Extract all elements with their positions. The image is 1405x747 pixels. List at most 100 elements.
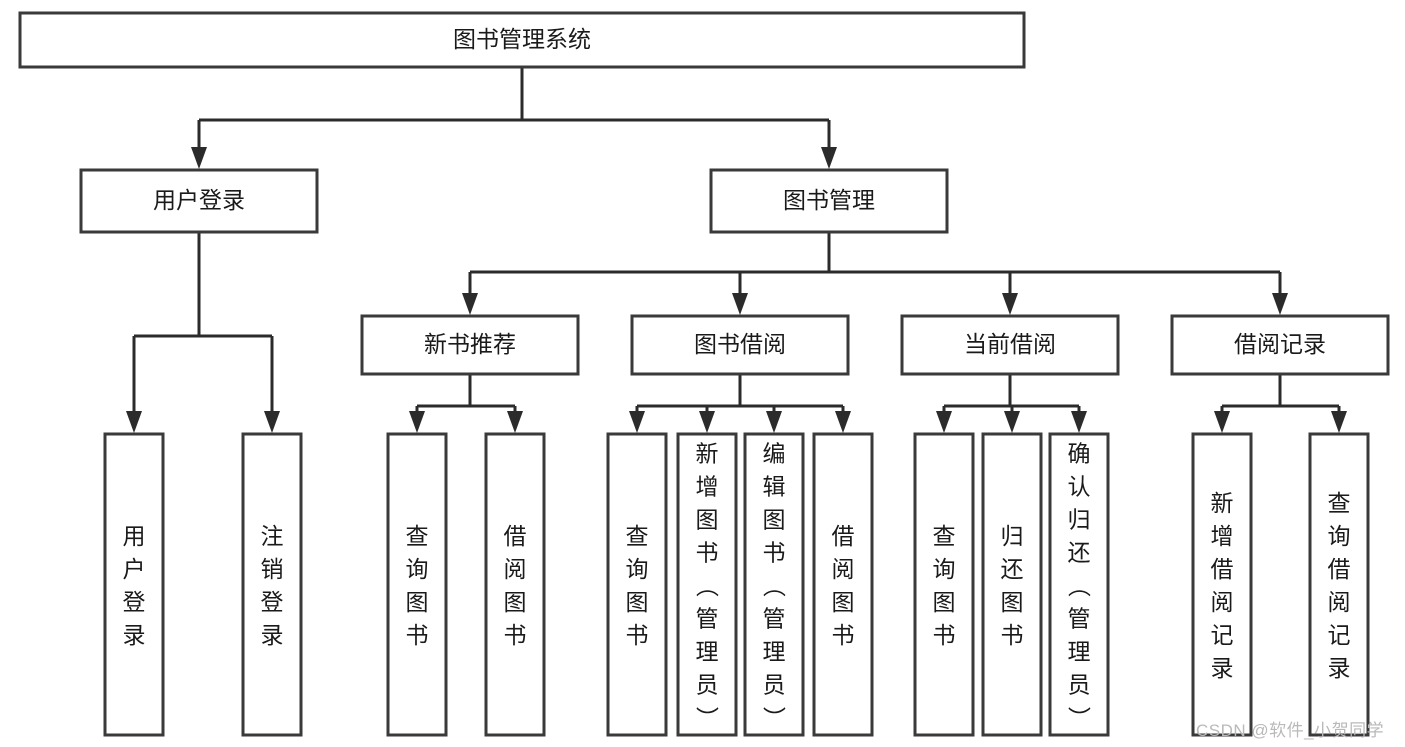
node-label-char: 阅 xyxy=(1328,589,1351,615)
node-label-char: （ xyxy=(1066,574,1092,597)
node-label-char: ） xyxy=(694,706,720,729)
node-label: 图书借阅 xyxy=(694,331,786,357)
arrow-head-icon xyxy=(699,411,715,433)
node-label-char: 记 xyxy=(1211,622,1234,648)
node-box[interactable] xyxy=(900,314,1120,376)
node-label: 新书推荐 xyxy=(424,331,516,357)
node-label-char: 图 xyxy=(626,589,649,615)
node-label-char: 管 xyxy=(763,606,786,632)
node-label-char: 书 xyxy=(626,622,649,648)
node-box[interactable] xyxy=(1048,432,1110,737)
arrow-head-icon xyxy=(1272,293,1288,315)
node-box[interactable] xyxy=(18,11,1026,69)
node-box[interactable] xyxy=(1170,314,1390,376)
node-label-char: 归 xyxy=(1001,523,1024,549)
node-box[interactable] xyxy=(913,432,975,737)
node-label-char: 编 xyxy=(763,441,786,467)
node-box[interactable] xyxy=(79,168,319,234)
node-label-char: 理 xyxy=(763,639,786,665)
node-label-char: 查 xyxy=(1328,490,1351,516)
arrow-head-icon xyxy=(1004,411,1020,433)
node-label-char: 图 xyxy=(832,589,855,615)
node-label-char: 管 xyxy=(696,606,719,632)
node-label-char: 确 xyxy=(1068,441,1091,467)
node-label-char: 管 xyxy=(1068,606,1091,632)
node-label-char: 增 xyxy=(696,474,719,500)
arrow-head-icon xyxy=(462,293,478,315)
node-current-borrow[interactable]: 当前借阅 xyxy=(900,314,1120,376)
node-box[interactable] xyxy=(1308,432,1370,737)
node-user-login[interactable]: 用户登录 xyxy=(79,168,319,234)
node-label-char: 借 xyxy=(504,523,527,549)
node-book-borrow[interactable]: 图书借阅 xyxy=(630,314,850,376)
node-label-char: （ xyxy=(761,574,787,597)
node-label-char: 图 xyxy=(1001,589,1024,615)
node-label-char: 新 xyxy=(696,441,719,467)
node-label-char: 书 xyxy=(1001,622,1024,648)
node-label-char: 理 xyxy=(696,639,719,665)
connector-group-user-login xyxy=(126,232,280,433)
node-leaf-user-login[interactable]: 用户登录 xyxy=(103,432,165,737)
node-label-char: 注 xyxy=(261,523,284,549)
connector-group-root xyxy=(191,67,837,169)
node-box[interactable] xyxy=(743,432,805,737)
node-box[interactable] xyxy=(1191,432,1253,737)
node-label-char: 理 xyxy=(1068,639,1091,665)
arrow-head-icon xyxy=(264,411,280,433)
node-label: 用户登录 xyxy=(153,187,245,213)
node-box[interactable] xyxy=(241,432,303,737)
node-label-char: 录 xyxy=(123,622,146,648)
node-label-char: 图 xyxy=(504,589,527,615)
node-label-char: 录 xyxy=(261,622,284,648)
node-label-char: ） xyxy=(761,706,787,729)
node-label-char: 查 xyxy=(626,523,649,549)
node-label-char: 图 xyxy=(406,589,429,615)
node-box[interactable] xyxy=(981,432,1043,737)
connector-group-new-book-rec xyxy=(409,374,523,433)
node-box[interactable] xyxy=(360,314,580,376)
connector-group-book-manage xyxy=(462,232,1288,315)
node-book-manage[interactable]: 图书管理 xyxy=(709,168,949,234)
arrow-head-icon xyxy=(936,411,952,433)
arrow-head-icon xyxy=(126,411,142,433)
node-box[interactable] xyxy=(812,432,874,737)
node-box[interactable] xyxy=(606,432,668,737)
node-label-char: 询 xyxy=(1328,523,1351,549)
node-box[interactable] xyxy=(676,432,738,737)
arrow-head-icon xyxy=(629,411,645,433)
node-new-book-rec[interactable]: 新书推荐 xyxy=(360,314,580,376)
node-borrow-record[interactable]: 借阅记录 xyxy=(1170,314,1390,376)
node-label-char: 新 xyxy=(1211,490,1234,516)
node-label-char: 员 xyxy=(763,672,786,698)
node-box[interactable] xyxy=(386,432,448,737)
node-box[interactable] xyxy=(103,432,165,737)
arrow-head-icon xyxy=(821,147,837,169)
connector-group-current-borrow xyxy=(936,374,1087,433)
node-box[interactable] xyxy=(630,314,850,376)
arrow-head-icon xyxy=(1331,411,1347,433)
node-label: 图书管理 xyxy=(783,187,875,213)
node-label: 借阅记录 xyxy=(1234,331,1326,357)
node-box[interactable] xyxy=(709,168,949,234)
node-label-char: ） xyxy=(1066,706,1092,729)
node-label-char: 查 xyxy=(933,523,956,549)
node-label: 图书管理系统 xyxy=(453,26,591,52)
node-label-char: 书 xyxy=(696,540,719,566)
node-label-char: 户 xyxy=(123,556,146,582)
node-label-char: 询 xyxy=(933,556,956,582)
node-box[interactable] xyxy=(484,432,546,737)
node-root[interactable]: 图书管理系统 xyxy=(18,11,1026,69)
